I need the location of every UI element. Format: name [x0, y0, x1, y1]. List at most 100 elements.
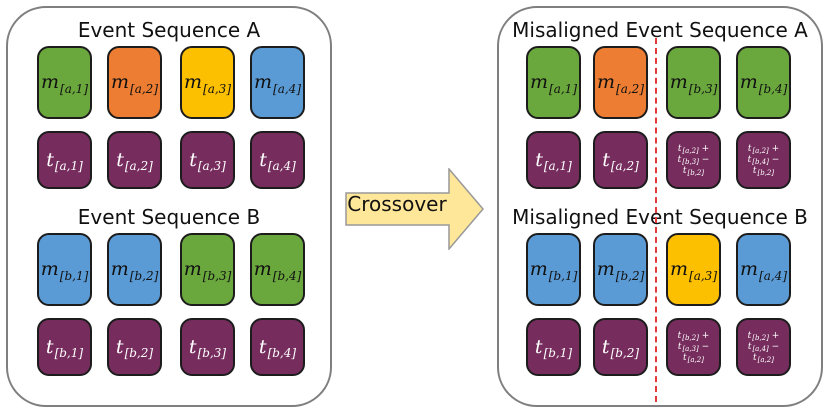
variable-symbol: m: [41, 71, 60, 93]
variable-subscript: [b,1]: [543, 346, 573, 360]
time-formula-line: t[b,2]: [752, 165, 775, 177]
event-time-box: t[a,1]: [526, 131, 581, 189]
variable-subscript: [a,4]: [759, 268, 787, 283]
variable-subscript: [a,3]: [197, 159, 226, 173]
variable-subscript: [b,4]: [272, 268, 302, 283]
event-type-box: m[a,4]: [250, 46, 305, 119]
event-time-box: t[a,2] +t[b,3] −t[b,2]: [666, 131, 721, 189]
event-type-box: m[a,3]: [666, 233, 721, 306]
event-type-box: m[b,1]: [526, 233, 581, 306]
variable-symbol: m: [597, 71, 616, 93]
variable-subscript: [a,2]: [130, 81, 158, 96]
variable-subscript: [a,2]: [610, 159, 639, 173]
event-time-box: t[b,1]: [37, 318, 92, 376]
variable-symbol: m: [111, 71, 130, 93]
event-type-box: m[b,3]: [180, 233, 235, 306]
time-formula-line: t[a,3] −: [677, 341, 710, 353]
variable-symbol: m: [740, 258, 759, 280]
variable-subscript: [a,3]: [203, 81, 231, 96]
crossover-label: Crossover: [347, 192, 447, 216]
event-type-box: m[a,3]: [180, 46, 235, 119]
time-formula-line: t[a,2] +: [677, 143, 710, 155]
event-time-box: t[b,2]: [593, 318, 648, 376]
variable-symbol: m: [40, 258, 59, 280]
variable-symbol: t: [602, 148, 610, 171]
event-time-box: t[a,2] +t[b,4] −t[b,2]: [736, 131, 791, 189]
event-type-box: m[b,3]: [666, 46, 721, 119]
variable-symbol: m: [110, 258, 129, 280]
variable-symbol: m: [253, 258, 272, 280]
event-type-box: m[a,1]: [526, 46, 581, 119]
time-formula-line: t[b,4] −: [747, 154, 780, 166]
variable-subscript: [a,3]: [689, 268, 717, 283]
variable-subscript: [b,2]: [129, 268, 159, 283]
variable-subscript: [a,4]: [273, 81, 301, 96]
event-type-box: m[b,2]: [107, 233, 162, 306]
variable-subscript: [b,1]: [59, 268, 89, 283]
event-sequence-b-title: Event Sequence B: [77, 205, 261, 229]
variable-symbol: t: [259, 148, 267, 171]
variable-symbol: m: [670, 258, 689, 280]
event-time-box: t[b,1]: [526, 318, 581, 376]
time-formula-line: t[a,2]: [753, 352, 774, 364]
variable-subscript: [a,2]: [616, 81, 644, 96]
variable-subscript: [a,1]: [60, 81, 88, 96]
event-time-box: t[a,2]: [107, 131, 162, 189]
time-formula-line: t[b,3] −: [677, 154, 710, 166]
variable-symbol: m: [669, 71, 688, 93]
variable-symbol: t: [601, 335, 610, 358]
event-time-box: t[b,2] +t[a,4] −t[a,2]: [736, 318, 791, 376]
variable-subscript: [a,1]: [543, 159, 572, 173]
variable-subscript: [b,3]: [688, 81, 718, 96]
variable-subscript: [b,2]: [124, 346, 154, 360]
variable-symbol: t: [189, 148, 197, 171]
variable-subscript: [b,4]: [267, 346, 297, 360]
variable-subscript: [a,2]: [124, 159, 153, 173]
time-formula-line: t[b,2] +: [747, 330, 780, 342]
misaligned-sequence-b-title: Misaligned Event Sequence B: [512, 205, 808, 229]
misaligned-sequence-a-title: Misaligned Event Sequence A: [512, 18, 808, 42]
split-point-divider: [655, 38, 657, 402]
variable-subscript: [b,4]: [758, 81, 788, 96]
variable-symbol: t: [535, 148, 543, 171]
variable-symbol: m: [739, 71, 758, 93]
variable-subscript: [a,1]: [549, 81, 577, 96]
time-formula-line: t[a,4] −: [747, 341, 780, 353]
event-time-box: t[a,4]: [250, 131, 305, 189]
event-time-box: t[b,2] +t[a,3] −t[a,2]: [666, 318, 721, 376]
variable-symbol: m: [254, 71, 273, 93]
event-type-box: m[b,4]: [736, 46, 791, 119]
event-time-box: t[a,3]: [180, 131, 235, 189]
variable-subscript: [b,1]: [548, 268, 578, 283]
event-time-box: t[a,2]: [593, 131, 648, 189]
variable-subscript: [a,1]: [54, 159, 83, 173]
variable-symbol: t: [116, 148, 124, 171]
time-formula-line: t[b,2]: [682, 165, 705, 177]
event-time-box: t[a,1]: [37, 131, 92, 189]
variable-symbol: t: [115, 335, 124, 358]
variable-symbol: m: [596, 258, 615, 280]
variable-symbol: t: [45, 335, 54, 358]
variable-subscript: [b,1]: [54, 346, 84, 360]
variable-symbol: m: [184, 71, 203, 93]
event-type-box: m[b,1]: [37, 233, 92, 306]
crossover-arrow-icon: [345, 168, 484, 250]
variable-symbol: t: [534, 335, 543, 358]
time-formula-line: t[b,2] +: [677, 330, 710, 342]
event-time-box: t[b,2]: [107, 318, 162, 376]
variable-subscript: [b,2]: [610, 346, 640, 360]
event-type-box: m[a,1]: [37, 46, 92, 119]
variable-symbol: t: [46, 148, 54, 171]
event-type-box: m[a,2]: [593, 46, 648, 119]
variable-symbol: m: [530, 71, 549, 93]
variable-symbol: t: [188, 335, 197, 358]
variable-subscript: [b,3]: [202, 268, 232, 283]
variable-symbol: m: [529, 258, 548, 280]
event-time-box: t[b,3]: [180, 318, 235, 376]
time-formula-line: t[a,2]: [683, 352, 704, 364]
event-type-box: m[a,4]: [736, 233, 791, 306]
variable-subscript: [a,4]: [267, 159, 296, 173]
event-type-box: m[a,2]: [107, 46, 162, 119]
event-sequence-a-title: Event Sequence A: [77, 18, 261, 42]
event-time-box: t[b,4]: [250, 318, 305, 376]
